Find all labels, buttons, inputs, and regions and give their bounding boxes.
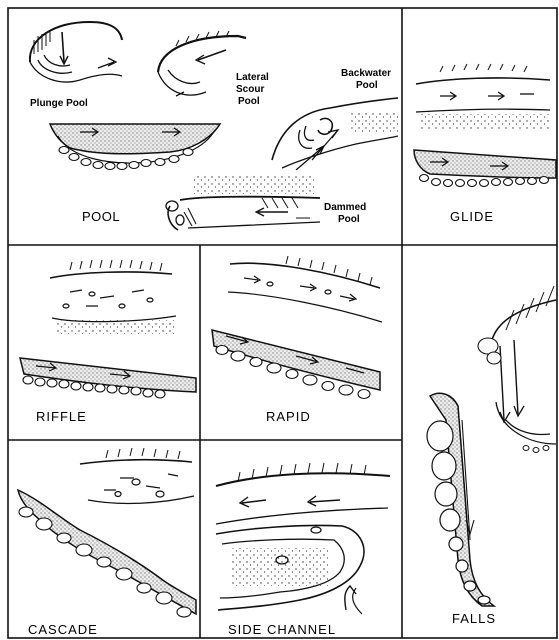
side-channel-sketch <box>216 463 390 614</box>
cascade-cross-section-sketch <box>18 490 196 617</box>
cascade-plan-sketch <box>80 448 194 503</box>
falls-lower-sketch <box>427 393 494 606</box>
plunge-pool-sketch <box>30 22 122 82</box>
rapid-plan-sketch <box>228 256 382 322</box>
side-channel-title: SIDE CHANNEL <box>228 622 336 637</box>
dammed-pool-label-2: Pool <box>338 214 360 225</box>
backwater-pool-label-1: Backwater <box>341 68 391 79</box>
rapid-cross-section-sketch <box>212 330 380 399</box>
lateral-scour-pool-label-2: Scour <box>236 84 264 95</box>
riffle-title: RIFFLE <box>36 409 87 424</box>
backwater-pool-label-2: Pool <box>356 80 378 91</box>
glide-title: GLIDE <box>450 209 494 224</box>
pool-cross-section-sketch <box>50 124 220 170</box>
dammed-pool-label-1: Dammed <box>324 202 366 213</box>
lateral-scour-pool-sketch <box>158 31 246 96</box>
riffle-cross-section-sketch <box>20 358 196 398</box>
pool-title: POOL <box>82 209 120 224</box>
lateral-scour-pool-label-1: Lateral <box>236 72 269 83</box>
dammed-pool-sketch <box>166 176 320 230</box>
glide-cross-section-sketch <box>414 150 556 187</box>
lateral-scour-pool-label-3: Pool <box>238 96 260 107</box>
glide-plan-sketch <box>416 64 550 130</box>
cascade-title: CASCADE <box>28 622 98 637</box>
riffle-plan-sketch <box>50 260 176 334</box>
backwater-pool-sketch <box>272 98 398 170</box>
falls-upper-sketch <box>478 286 556 453</box>
falls-title: FALLS <box>452 611 496 626</box>
rapid-title: RAPID <box>266 409 311 424</box>
plunge-pool-label: Plunge Pool <box>30 98 88 109</box>
